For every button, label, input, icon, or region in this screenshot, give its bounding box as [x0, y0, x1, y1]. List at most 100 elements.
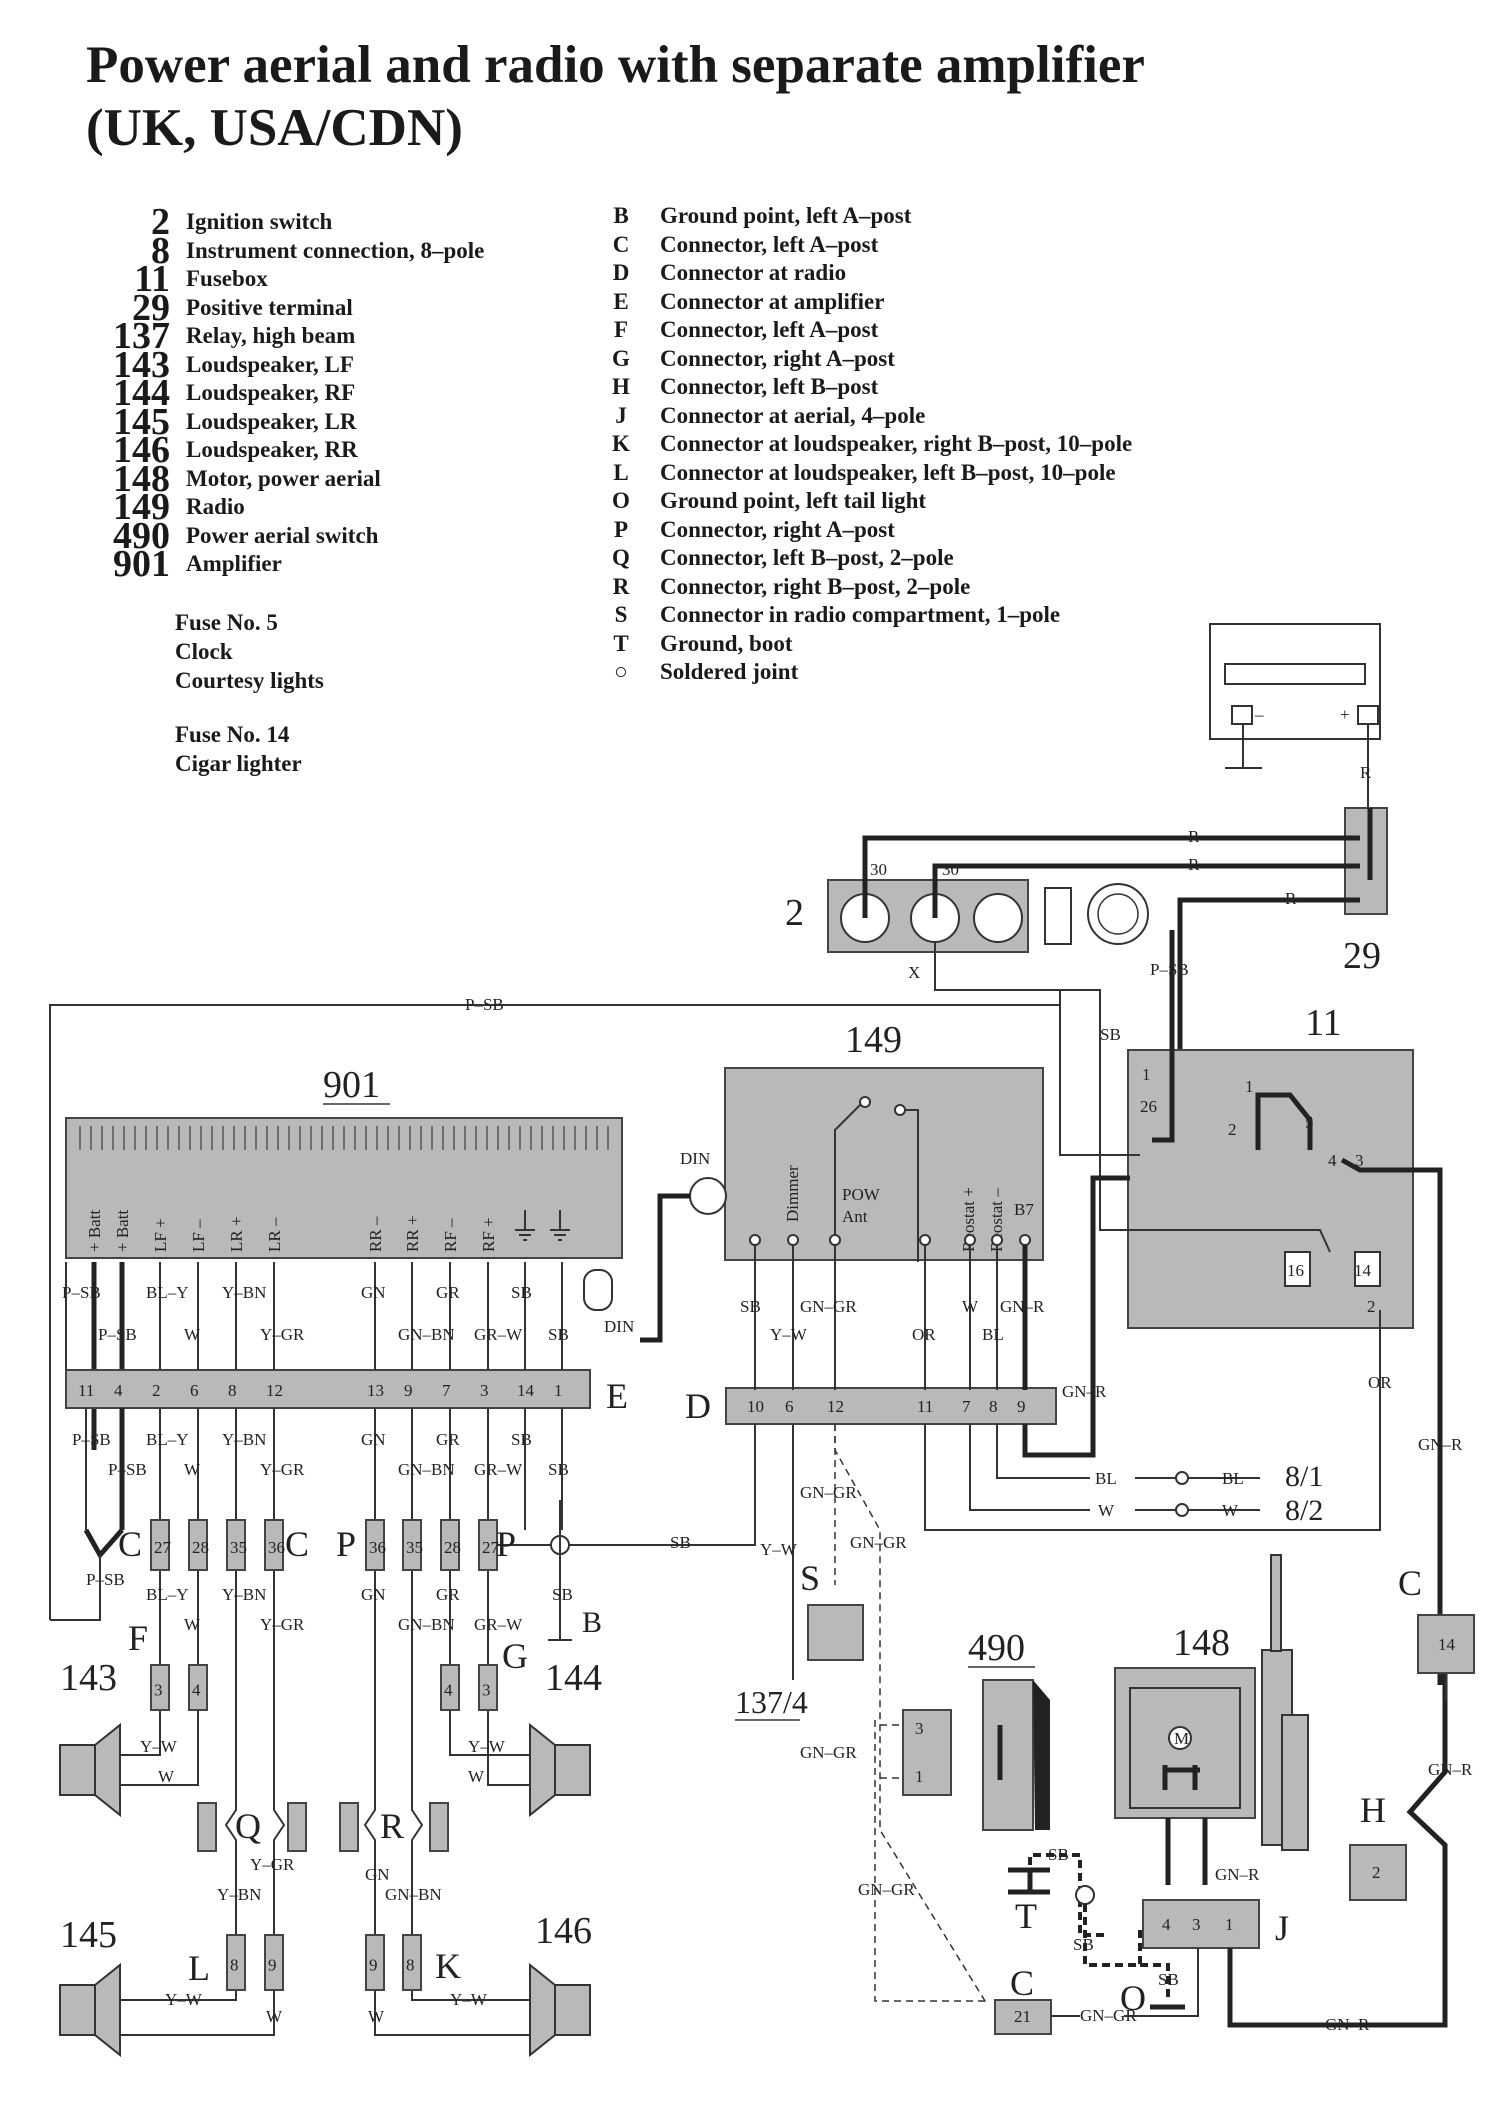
wire-color: OR [912, 1325, 936, 1344]
legend-item-key: 137 [113, 315, 170, 357]
fuse-14-note: Fuse No. 14 Cigar lighter [175, 720, 302, 778]
connector-legend-item-label: Connector at radio [660, 260, 847, 285]
wire-color: SB [511, 1283, 532, 1302]
ground-symbol [515, 1210, 535, 1241]
connector-letter: P [336, 1524, 356, 1564]
wire [120, 1710, 199, 1786]
connector-legend-item: ○Soldered joint [600, 658, 1132, 687]
pin-label: 7 [962, 1397, 971, 1416]
component-number: 149 [845, 1019, 902, 1061]
pin-label: 5 [1305, 1113, 1314, 1132]
connector-k-pin [365, 1934, 385, 1991]
wire-color: Y–GR [250, 1855, 295, 1874]
svg-text:M: M [1174, 1729, 1189, 1748]
connector-letter: C [118, 1524, 142, 1564]
wire-color: GN [365, 1865, 390, 1884]
pin-label: 1 [1142, 1065, 1151, 1084]
wire-color: SB [740, 1297, 761, 1316]
pin-label: 12 [266, 1381, 283, 1400]
wire-color: GN–R [1062, 1382, 1107, 1401]
reference: 8/2 [1285, 1494, 1323, 1527]
pin-label: 4 [1328, 1151, 1337, 1170]
connector-legend-item-label: Connector, left B–post [660, 374, 879, 399]
wire-color: GN–GR [858, 1880, 915, 1899]
connector-h [1349, 1844, 1407, 1901]
connector-legend-item-key: J [615, 402, 627, 428]
connector-c-pin [264, 1519, 284, 1571]
pin-label: 13 [367, 1381, 384, 1400]
wire-color: Y–W [760, 1540, 798, 1559]
component-number: 901 [323, 1064, 380, 1106]
legend-item-label: Loudspeaker, LF [186, 351, 354, 377]
legend-item-label: Power aerial switch [186, 522, 379, 548]
amp-terminal: RF + [479, 1217, 498, 1252]
legend-item-key: 2 [151, 201, 170, 243]
fuse-5-item: Clock [175, 639, 233, 664]
wire [363, 1680, 424, 1935]
pin-label: 36 [369, 1538, 386, 1557]
connector-legend-item-label: Connector at aerial, 4–pole [660, 402, 926, 428]
wire-color: R [1285, 889, 1297, 908]
connector-legend-item-label: Connector, left A–post [660, 317, 879, 342]
connector-legend-item-key: P [613, 516, 629, 542]
ignition-switch [827, 879, 1149, 953]
connector-legend-item-key: ○ [614, 659, 628, 684]
din-label: DIN [680, 1149, 710, 1168]
wire-color: GN–BN [398, 1615, 455, 1634]
component-number: 144 [545, 1657, 602, 1699]
radio-switch-label: POW [842, 1185, 881, 1204]
legend-item-key: 143 [113, 343, 170, 386]
legend-item-label: Loudspeaker, RF [186, 380, 356, 405]
legend-item-label: Loudspeaker, RR [186, 437, 358, 462]
connector-legend-item-key: L [613, 459, 629, 485]
pin-label: 21 [1014, 2007, 1031, 2026]
wire [524, 1408, 563, 1500]
wire-color: SB [511, 1430, 532, 1449]
pin-label: 2 [1372, 1863, 1381, 1882]
reference: 8/1 [1285, 1460, 1323, 1493]
amp-terminal: LF + [151, 1218, 170, 1252]
pin-label: 1 [1245, 1077, 1254, 1096]
speaker-lf [59, 1722, 121, 1818]
wire-color: P–SB [465, 995, 504, 1014]
pin-label: 4 [192, 1681, 201, 1700]
connector-p-pin [402, 1519, 422, 1571]
connector-letter: C [285, 1524, 309, 1564]
ground-symbol [550, 1210, 570, 1241]
connector-legend-item-key: F [613, 317, 629, 342]
amp-terminal: RR – [366, 1216, 385, 1252]
pin-label: 12 [827, 1397, 844, 1416]
legend-item-label: Relay, high beam [186, 323, 356, 348]
pin-label: 30 [942, 860, 959, 879]
component-number: 148 [1173, 1622, 1230, 1664]
wire-color: Y–W [468, 1737, 506, 1756]
legend-item-key: 11 [134, 258, 170, 300]
wire-color: BL–Y [146, 1283, 189, 1302]
wire-color: GN–BN [398, 1460, 455, 1479]
wire-color: Y–W [770, 1325, 808, 1344]
wire-color: Y–W [450, 1990, 488, 2009]
wire-color: GR–W [474, 1325, 523, 1344]
connector-letter: C [1398, 1563, 1422, 1603]
battery: – + [1209, 623, 1381, 740]
pin-label: 28 [192, 1538, 209, 1557]
fuse-14-item: Cigar lighter [175, 751, 302, 776]
connector-letter: R [380, 1806, 404, 1846]
wire-color: SB [548, 1325, 569, 1344]
fuse-14-title: Fuse No. 14 [175, 722, 290, 747]
wire-color: W [468, 1767, 485, 1786]
connector-legend-item-label: Connector, left B–post, 2–pole [660, 545, 954, 570]
wire-color: P–SB [108, 1460, 147, 1479]
connector-letter: T [1015, 1896, 1037, 1936]
connector-legend-item-label: Connector, left A–post [660, 231, 879, 257]
connector-g-pin [478, 1664, 498, 1711]
wire-color: Y–GR [260, 1325, 305, 1344]
connector-c-pin [226, 1519, 246, 1571]
wire-color: GN–R [1215, 1865, 1260, 1884]
connector-f-pin [150, 1664, 170, 1711]
pin-label: 1 [1225, 1915, 1234, 1934]
